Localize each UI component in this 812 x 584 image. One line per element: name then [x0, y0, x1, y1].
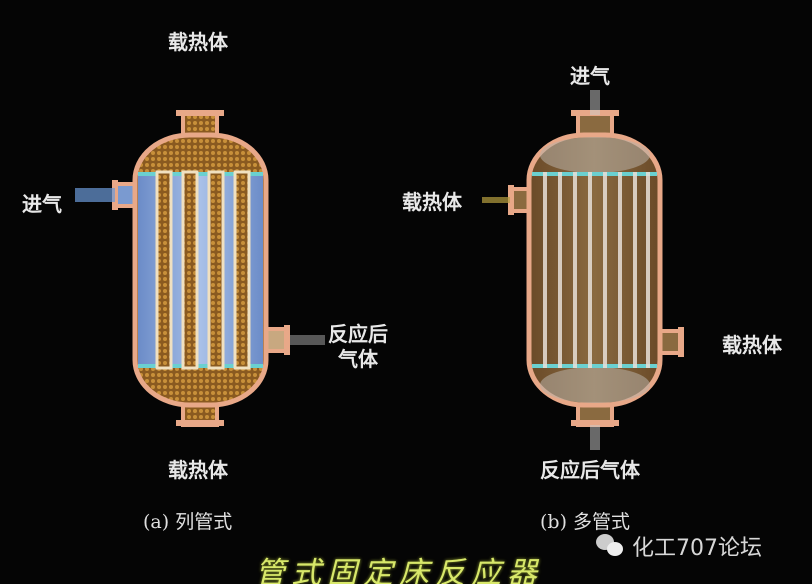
reactor-a-inlet-label: 进气 [22, 192, 62, 216]
reactor-b-multitube [482, 90, 684, 450]
watermark-text: 化工707论坛 [632, 536, 762, 561]
reactor-b-coolant-right-label: 载热体 [722, 333, 782, 357]
reactor-b-coolant-left-label: 载热体 [402, 190, 462, 214]
reactor-a-outlet-label-2: 气体 [338, 347, 378, 371]
reactor-b-tubes [543, 172, 650, 368]
reactor-a-coolant-top-label: 载热体 [168, 30, 228, 54]
reactor-a-outlet-label-1: 反应后 [328, 322, 388, 346]
reactor-a-tubes [155, 170, 251, 370]
diagram-title: 管式固定床反应器 [255, 556, 543, 584]
reactor-b-inlet-label: 进气 [570, 64, 610, 88]
wechat-icon [596, 534, 626, 558]
reactor-b-caption: (b) 多管式 [540, 511, 631, 533]
reactor-b-outlet-label: 反应后气体 [540, 458, 640, 482]
reactor-a-multitubular [75, 110, 325, 427]
reactor-a-coolant-bottom-label: 载热体 [168, 458, 228, 482]
reactor-a-caption: (a) 列管式 [143, 511, 233, 533]
watermark: 化工707论坛 [596, 530, 762, 562]
